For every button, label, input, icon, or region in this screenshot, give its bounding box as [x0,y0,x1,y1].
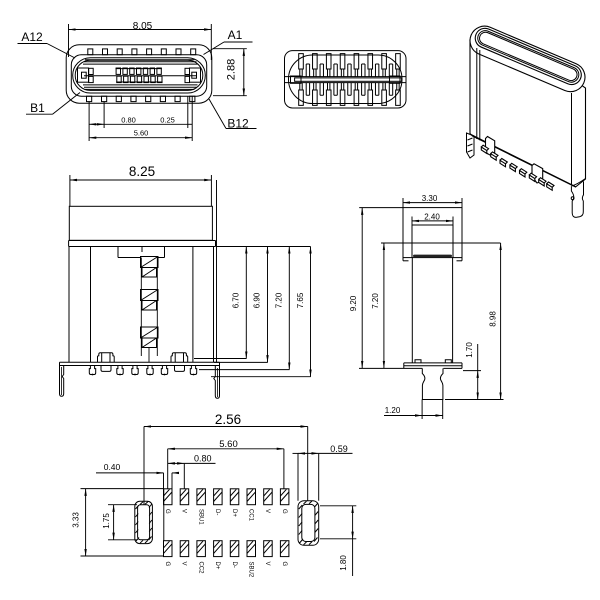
svg-text:6.90: 6.90 [253,292,262,308]
svg-text:CC2: CC2 [197,562,203,575]
svg-text:B12: B12 [227,117,249,131]
svg-text:V: V [264,509,270,513]
svg-text:0.25: 0.25 [160,115,175,124]
svg-text:3.30: 3.30 [422,194,438,203]
svg-text:D-: D- [214,509,220,515]
svg-text:6.70: 6.70 [232,292,241,308]
svg-text:V: V [181,509,187,513]
svg-text:1.70: 1.70 [465,342,474,358]
svg-text:0.40: 0.40 [104,462,121,472]
svg-text:7.20: 7.20 [275,292,284,308]
svg-text:SBU2: SBU2 [248,562,254,578]
svg-text:7.20: 7.20 [371,293,380,309]
svg-text:8.25: 8.25 [129,164,155,179]
svg-text:A1: A1 [228,28,243,42]
svg-text:5.60: 5.60 [134,129,149,138]
svg-text:CC1: CC1 [248,509,254,522]
svg-text:1.75: 1.75 [102,513,111,529]
svg-text:G: G [281,509,287,514]
svg-text:SBU1: SBU1 [197,509,203,525]
svg-text:D-: D- [231,562,237,568]
svg-text:8.05: 8.05 [133,21,153,32]
svg-text:B1: B1 [30,101,45,115]
svg-text:5.60: 5.60 [219,439,238,450]
svg-text:2.56: 2.56 [215,412,241,427]
svg-text:3.33: 3.33 [71,512,80,528]
svg-text:V: V [264,562,270,566]
svg-text:0.59: 0.59 [330,444,348,454]
svg-text:2.88: 2.88 [226,59,238,80]
svg-text:2.40: 2.40 [424,213,440,222]
svg-text:G: G [164,509,170,514]
svg-text:G: G [281,562,287,567]
svg-text:7.65: 7.65 [296,292,305,308]
svg-text:G: G [164,562,170,567]
svg-text:0.80: 0.80 [121,115,136,124]
svg-text:V: V [181,562,187,566]
svg-text:8.98: 8.98 [488,311,497,327]
svg-text:1.80: 1.80 [339,555,348,571]
svg-text:D+: D+ [231,509,237,517]
svg-text:1.20: 1.20 [385,406,401,415]
svg-text:A12: A12 [21,30,43,44]
svg-text:9.20: 9.20 [349,295,358,311]
svg-text:0.80: 0.80 [194,453,212,463]
svg-text:D+: D+ [214,562,220,570]
